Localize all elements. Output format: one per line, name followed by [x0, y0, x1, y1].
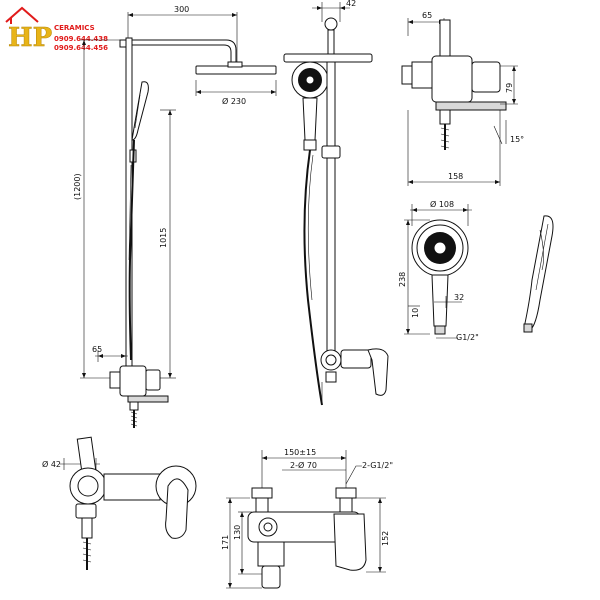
dim-inlet-thread: 2-G1/2" [362, 461, 393, 470]
dim-top-offset: 42 [346, 0, 356, 8]
hand-shower-front-detail: Ø 108 238 10 32 G1/2" [398, 199, 479, 342]
shower-column-front-view: 42 [283, 0, 389, 406]
dim-valve-height-b: 130 [233, 525, 242, 540]
dim-arm-length: 300 [174, 5, 189, 14]
dim-flange-diameter: 2-Ø 70 [290, 460, 317, 470]
dim-valve-height-c: 152 [381, 531, 390, 546]
dim-total-height: (1200) [73, 173, 82, 200]
house-icon [5, 6, 39, 24]
dim-mixer-width: 158 [448, 172, 463, 181]
shower-column-side-view: 300 Ø 230 (1200) 1015 [73, 5, 277, 428]
logo-phone-1: 0909.644.438 [54, 35, 108, 43]
dim-valve-height-a: 171 [221, 535, 230, 550]
logo-brand: CERAMICS [54, 24, 95, 32]
logo-phone-2: 0909.644.456 [54, 44, 108, 52]
dim-pipe-diameter: Ø 42 [42, 459, 61, 469]
dim-head-diameter: Ø 230 [222, 96, 246, 106]
dim-bar-height: 1015 [159, 228, 168, 248]
bath-mixer-front-view: 150±15 2-Ø 70 2-G1/2" 171 130 152 [221, 448, 393, 589]
bath-mixer-top-view: Ø 42 [42, 436, 197, 570]
dim-mixer-depth: 65 [422, 11, 432, 20]
hand-shower-side-detail [523, 215, 554, 333]
dim-hand-length: 238 [398, 272, 407, 287]
dim-spacing: 150±15 [284, 448, 316, 457]
dim-handle-width: 32 [454, 293, 464, 302]
dim-hand-thread: G1/2" [456, 333, 479, 342]
brand-logo: HP CERAMICS 0909.644.438 0909.644.456 [5, 6, 108, 53]
dim-hand-diameter: Ø 108 [430, 199, 454, 209]
dim-valve-offset: 65 [92, 345, 102, 354]
dim-mixer-height: 79 [505, 83, 514, 93]
logo-monogram: HP [8, 23, 52, 53]
mixer-side-detail: 65 79 15° 158 [401, 11, 524, 186]
dim-handle-end: 10 [411, 308, 420, 318]
dim-angle: 15° [510, 135, 524, 144]
